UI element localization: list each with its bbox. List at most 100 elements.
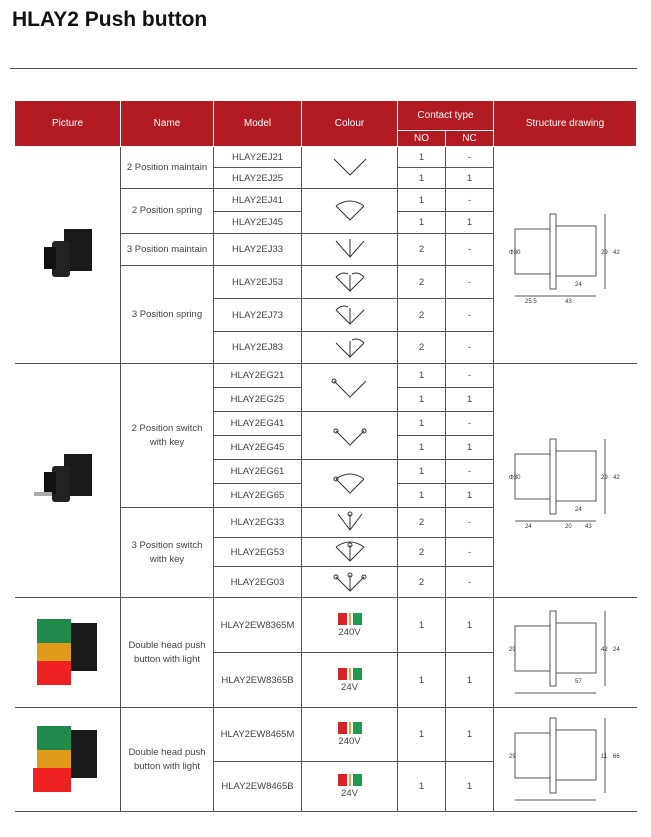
lamp-icon <box>302 774 397 787</box>
contact-no: 2 <box>397 298 446 332</box>
contact-nc: - <box>445 188 494 212</box>
contact-nc: - <box>445 265 494 299</box>
colour-cell: 240V <box>301 597 398 653</box>
contact-no: 1 <box>397 483 446 508</box>
switch-position-symbol-icon <box>301 146 398 189</box>
contact-no: 1 <box>397 411 446 436</box>
contact-nc: 1 <box>445 761 494 812</box>
header-picture: Picture <box>14 100 121 147</box>
model-cell: HLAY2EW8365B <box>213 652 302 708</box>
header-name: Name <box>120 100 214 147</box>
product-name: Double head push button with light <box>120 707 214 812</box>
dimension-label: 42 <box>613 250 620 256</box>
dimension-label: 29 <box>509 754 516 760</box>
switch-position-symbol-icon <box>301 537 398 567</box>
colour-cell: 240V <box>301 706 398 763</box>
model-cell: HLAY2EJ41 <box>213 188 302 212</box>
contact-no: 1 <box>397 459 446 484</box>
switch-position-symbol-icon <box>301 265 398 299</box>
switch-position-symbol-icon <box>301 459 398 508</box>
model-cell: HLAY2EJ45 <box>213 211 302 234</box>
product-name: 2 Position spring <box>120 188 214 234</box>
model-cell: HLAY2EJ33 <box>213 233 302 266</box>
contact-nc: 1 <box>445 211 494 234</box>
contact-nc: 1 <box>445 652 494 708</box>
voltage: 240V <box>338 626 361 638</box>
product-name: 3 Position maintain <box>120 233 214 266</box>
title-divider <box>10 68 637 69</box>
product-name: 3 Position spring <box>120 265 214 364</box>
switch-position-symbol-icon <box>301 188 398 234</box>
dimension-label: 66 <box>613 754 620 760</box>
model-cell: HLAY2EG33 <box>213 507 302 538</box>
contact-nc: - <box>445 459 494 484</box>
model-cell: HLAY2EW8465B <box>213 761 302 812</box>
dimension-label: 43 <box>585 524 592 529</box>
switch-position-symbol-icon <box>301 411 398 460</box>
structure-drawing: 29 11 66 <box>509 717 621 801</box>
contact-nc: - <box>445 411 494 436</box>
dimension-label: Φ30 <box>509 250 521 256</box>
model-cell: HLAY2EJ73 <box>213 298 302 332</box>
switch-position-symbol-icon <box>301 363 398 412</box>
product-picture <box>14 597 121 708</box>
model-cell: HLAY2EJ21 <box>213 146 302 168</box>
dimension-label: 29 <box>601 475 608 481</box>
contact-no: 2 <box>397 537 446 567</box>
contact-no: 1 <box>397 761 446 812</box>
contact-no: 1 <box>397 146 446 168</box>
contact-no: 2 <box>397 233 446 266</box>
lamp-icon <box>302 612 397 625</box>
dimension-label: 20 <box>565 524 572 529</box>
dimension-label: 42 <box>613 475 620 481</box>
contact-nc: 1 <box>445 387 494 412</box>
product-name: 3 Position switch with key <box>120 507 214 598</box>
dimension-label: 11 <box>601 754 608 760</box>
product-picture <box>14 707 121 812</box>
model-cell: HLAY2EG61 <box>213 459 302 484</box>
product-name: 2 Position switch with key <box>120 363 214 508</box>
voltage: 240V <box>338 736 361 748</box>
contact-nc: 1 <box>445 597 494 653</box>
model-cell: HLAY2EG25 <box>213 387 302 412</box>
model-cell: HLAY2EJ25 <box>213 167 302 189</box>
switch-position-symbol-icon <box>301 298 398 332</box>
voltage: 24V <box>341 681 358 693</box>
model-cell: HLAY2EJ83 <box>213 331 302 364</box>
header-model: Model <box>213 100 302 147</box>
dimension-label: 25.5 <box>525 299 537 304</box>
contact-no: 2 <box>397 566 446 598</box>
contact-no: 2 <box>397 331 446 364</box>
dimension-label: 24 <box>613 647 620 653</box>
model-cell: HLAY2EG53 <box>213 537 302 567</box>
product-table: Picture Name Model Colour Contact type S… <box>14 100 637 812</box>
colour-cell: 24V <box>301 652 398 708</box>
contact-nc: - <box>445 233 494 266</box>
dimension-label: 24 <box>525 524 532 529</box>
contact-no: 1 <box>397 167 446 189</box>
model-cell: HLAY2EG03 <box>213 566 302 598</box>
contact-no: 1 <box>397 363 446 388</box>
table-row: HLAY2EJ83 2- <box>15 331 637 364</box>
lamp-icon <box>302 722 397 735</box>
contact-no: 1 <box>397 387 446 412</box>
product-name: 2 Position maintain <box>120 146 214 189</box>
contact-nc: - <box>445 331 494 364</box>
colour-cell: 24V <box>301 761 398 812</box>
voltage: 24V <box>341 788 358 800</box>
contact-nc: 1 <box>445 167 494 189</box>
header-no: NO <box>397 130 446 147</box>
page-title: HLAY2 Push button <box>12 8 208 31</box>
product-picture <box>14 363 121 598</box>
